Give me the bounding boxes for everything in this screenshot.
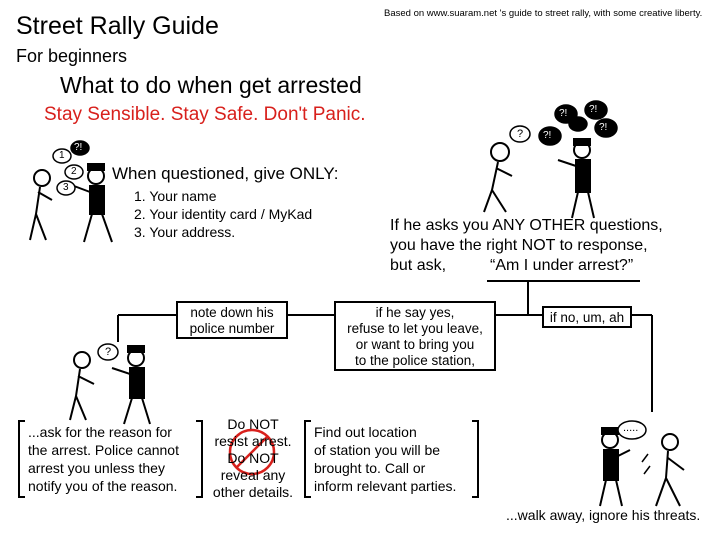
if-yes-line-1: if he say yes, (375, 305, 455, 320)
officer-figure-right (557, 138, 595, 219)
prohibition-circle (228, 428, 276, 476)
reason-line-2: the arrest. Police cannot (28, 442, 179, 458)
if-yes-line-3: or want to bring you (355, 337, 475, 352)
bubble-dots: ..... (623, 422, 639, 434)
page-subtitle: For beginners (16, 46, 128, 66)
walk-away-text: ...walk away, ignore his threats. (506, 507, 701, 523)
if-yes-line-4: to the police station, (354, 353, 476, 368)
questioned-item-2: 2. Your identity card / MyKad (134, 206, 313, 222)
bubble-exclaim-2: ?! (589, 104, 598, 115)
bubble-three: 3 (63, 182, 69, 193)
location-line-1: Find out location (314, 424, 417, 440)
if-no-box: if no, um, ah (542, 306, 632, 328)
officer-figure-left (73, 163, 113, 243)
bubble-exclaim-4: ?! (543, 130, 552, 141)
police-number-line-2: police number (189, 321, 275, 336)
bubble-question-middle: ? (105, 346, 112, 358)
officer-figure-bottom (599, 427, 631, 507)
source-credit: Based on www.suaram.net 's guide to stre… (384, 8, 703, 19)
other-questions-line-2: you have the right NOT to response, (390, 237, 648, 254)
location-line-4: inform relevant parties. (314, 478, 457, 494)
bubble-question-right: ? (517, 128, 524, 140)
location-bracket-right (472, 420, 479, 498)
reason-bracket-right (196, 420, 203, 498)
reason-text: ...ask for the reason for the arrest. Po… (28, 423, 179, 495)
do-not-line-4: reveal any (220, 467, 286, 483)
page-title: Street Rally Guide (16, 12, 219, 40)
police-number-box: note down his police number (176, 301, 288, 339)
civilian-figure-middle (69, 351, 95, 421)
location-bracket-left (304, 420, 311, 498)
other-questions-line-1: If he asks you ANY OTHER questions, (390, 217, 663, 234)
if-yes-line-2: refuse to let you leave, (347, 321, 483, 336)
location-text: Find out location of station you will be… (314, 423, 456, 495)
walking-civilian-figure (641, 433, 685, 507)
reason-bracket-left (18, 420, 25, 498)
bubble-exclaim-3: ?! (599, 122, 608, 133)
arrest-question-quote: “Am I under arrest?” (490, 257, 634, 274)
slogan: Stay Sensible. Stay Safe. Don't Panic. (44, 104, 366, 125)
other-questions-prefix: but ask, (390, 257, 447, 274)
do-not-text: Do NOT resist arrest. Do NOT reveal any … (206, 416, 300, 501)
reason-line-1: ...ask for the reason for (28, 424, 172, 440)
location-line-3: brought to. Call or (314, 460, 426, 476)
bubble-two: 2 (71, 166, 77, 177)
do-not-line-5: other details. (212, 484, 294, 500)
bubble-exclaim-1: ?! (559, 108, 568, 119)
reason-line-4: notify you of the reason. (28, 478, 178, 494)
location-line-2: of station you will be (314, 442, 441, 458)
do-not-line-2: resist arrest. (214, 433, 292, 449)
questioned-intro: When questioned, give ONLY: (112, 164, 339, 183)
questioned-item-3: 3. Your address. (134, 224, 236, 240)
do-not-line-3: Do NOT (227, 450, 279, 466)
police-number-line-1: note down his (190, 305, 274, 320)
officer-figure-middle (111, 345, 151, 425)
bubble-exclaim-left: ?! (74, 142, 83, 153)
if-yes-box: if he say yes, refuse to let you leave, … (334, 301, 496, 371)
chat-bubble-middle (97, 343, 119, 361)
section-heading: What to do when get arrested (60, 72, 362, 98)
civilian-figure-right (483, 142, 513, 213)
bubble-one: 1 (59, 150, 65, 161)
do-not-line-1: Do NOT (227, 416, 279, 432)
chat-bubble-bottom (617, 420, 647, 440)
chat-bubbles-left (52, 140, 90, 196)
questioned-item-1: 1. Your name (134, 188, 217, 204)
reason-line-3: arrest you unless they (28, 460, 165, 476)
chat-bubbles-right (509, 100, 618, 146)
civilian-figure-left (29, 169, 53, 241)
